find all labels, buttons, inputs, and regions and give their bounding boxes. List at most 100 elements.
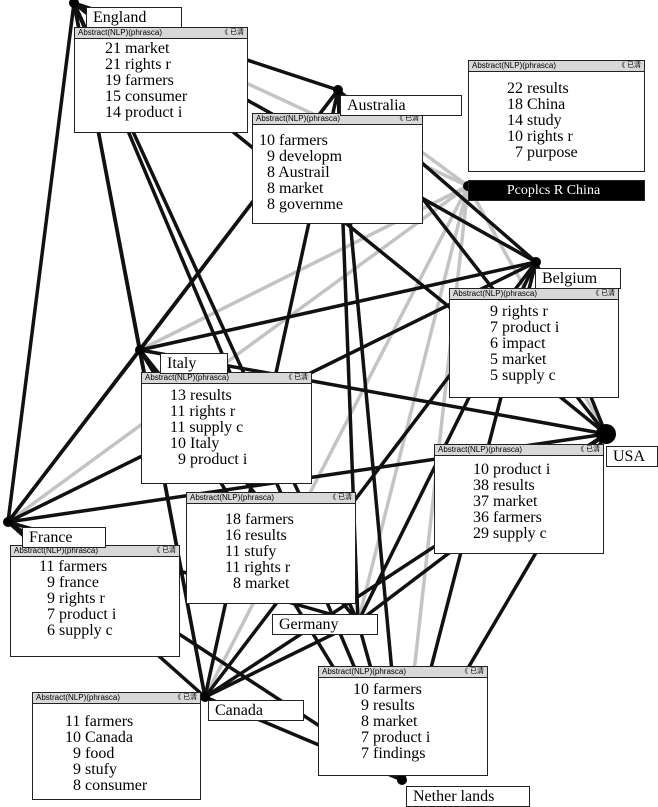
keyword-item: 8 market xyxy=(361,713,418,730)
keyword-item: 9 rights r xyxy=(490,303,548,320)
edge-china-germany xyxy=(356,184,470,624)
header-text: Abstract(NLP)(phrasca) xyxy=(78,28,163,37)
header-tag: 《 已清 xyxy=(577,446,600,453)
keyword-item: 6 supply c xyxy=(47,622,113,639)
edge-china-canada xyxy=(203,184,470,699)
keyword-box-china: Abstract(NLP)(phrasca) 《 已清 22 results 18… xyxy=(468,60,645,172)
keyword-box-canada: Abstract(NLP)(phrasca)《 已清 11 farmers 10… xyxy=(32,692,201,800)
keyword-item: 9 developm xyxy=(267,148,343,165)
keyword-item: 10 product i xyxy=(473,461,551,478)
node-label-netherlands: Nether lands xyxy=(406,786,530,807)
keyword-item: 9 stufy xyxy=(73,761,117,778)
keyword-box-header: Abstract(NLP)(phrasca) 《 已清 xyxy=(319,667,487,678)
keyword-box-header: Abstract(NLP)(phrasca) 《 已清 xyxy=(435,445,603,456)
keyword-item: 9 results xyxy=(361,697,415,714)
node-label-france: France xyxy=(22,527,106,548)
keyword-box-header: Abstract(NLP)(phrasca)《 已清 xyxy=(253,114,422,125)
keyword-list: 22 results 18 China 14 study 10 rights r… xyxy=(469,72,644,161)
keyword-item: 9 france xyxy=(47,574,99,591)
keyword-item: 7 product i xyxy=(490,319,560,336)
header-tag: 《 已清 xyxy=(461,668,484,675)
keyword-item: 11 rights r xyxy=(225,559,291,576)
keyword-item: 7 purpose xyxy=(515,144,578,161)
header-text: Abstract(NLP)(phrasca) xyxy=(472,61,557,70)
header-tag: 《 已清 xyxy=(153,547,176,554)
header-text: Abstract(NLP)(phrasca) xyxy=(36,693,121,702)
keyword-item: 10 Italy xyxy=(170,435,220,452)
node-label-england: England xyxy=(86,7,182,28)
keyword-item: 11 farmers xyxy=(39,558,108,575)
node-dot-italy xyxy=(135,345,145,355)
node-label-belgium: Belgium xyxy=(535,268,621,289)
keyword-item: 16 results xyxy=(225,527,287,544)
keyword-box-italy: Abstract(NLP)(phrasca) 《 已清 13 results 11… xyxy=(141,372,312,484)
node-label-canada: Canada xyxy=(208,700,304,721)
keyword-box-header: Abstract(NLP)(phrasca) 《 已清 xyxy=(142,373,311,384)
keyword-box-belgium: Abstract(NLP)(phrasca) 《 已清 9 rights r 7 … xyxy=(449,288,619,398)
keyword-item: 9 product i xyxy=(178,451,248,468)
header-text: Abstract(NLP)(phrasca) xyxy=(190,493,275,502)
keyword-item: 10 farmers xyxy=(259,132,328,149)
keyword-item: 7 product i xyxy=(361,729,431,746)
keyword-item: 22 results xyxy=(507,80,569,97)
edge-china-france xyxy=(6,184,470,524)
keyword-item: 8 market xyxy=(233,575,290,592)
header-text: Abstract(NLP)(phrasca) xyxy=(438,445,523,454)
keyword-item: 8 market xyxy=(267,180,324,197)
edge-belgium-italy xyxy=(138,260,538,352)
keyword-box-england: Abstract(NLP)(phrasca)《 已清 21 market 21 … xyxy=(74,27,248,133)
keyword-item: 14 product i xyxy=(105,104,183,121)
keyword-list: 11 farmers 10 Canada 9 food 9 stufy 8 co… xyxy=(33,704,200,794)
keyword-box-germany: Abstract(NLP)(phrasca)《 已清 18 farmers 16… xyxy=(186,492,356,604)
header-text: Abstract(NLP)(phrasca) xyxy=(453,289,538,298)
keyword-item: 7 product i xyxy=(47,606,117,623)
keyword-item: 10 Canada xyxy=(65,729,133,746)
header-tag: 《 已清 xyxy=(285,374,308,381)
keyword-box-header: Abstract(NLP)(phrasca) 《 已清 xyxy=(469,61,644,72)
edge-england-france xyxy=(6,1,76,524)
node-dot-netherlands xyxy=(397,775,407,785)
keyword-list: 18 farmers 16 results 11 stufy 11 rights… xyxy=(187,504,355,592)
node-label-australia: Australia xyxy=(340,95,462,116)
keyword-item: 36 farmers xyxy=(473,509,542,526)
keyword-item: 11 rights r xyxy=(170,403,236,420)
keyword-list: 10 product i 38 results 37 market 36 far… xyxy=(435,456,603,542)
node-dot-canada xyxy=(200,692,210,702)
edge-italy-france xyxy=(6,348,142,524)
keyword-item: 18 China xyxy=(507,96,566,113)
node-dot-belgium xyxy=(531,257,541,267)
node-label-china: Pcoplcs R China xyxy=(468,180,645,201)
keyword-item: 21 market xyxy=(105,40,170,57)
keyword-box-header: Abstract(NLP)(phrasca)《 已清 xyxy=(187,493,355,504)
node-dot-australia xyxy=(333,85,343,95)
keyword-item: 7 findings xyxy=(361,745,426,762)
keyword-item: 13 results xyxy=(170,387,232,404)
keyword-item: 8 consumer xyxy=(73,777,148,794)
header-text: Abstract(NLP)(phrasca) xyxy=(322,667,407,676)
keyword-item: 11 farmers xyxy=(65,713,134,730)
keyword-list: 13 results 11 rights r 11 supply c 10 It… xyxy=(142,384,311,468)
header-tag: 《 已清 xyxy=(592,290,615,297)
keyword-box-header: Abstract(NLP)(phrasca)《 已清 xyxy=(75,28,247,39)
keyword-list: 10 farmers 9 results 8 market 7 product … xyxy=(319,678,487,762)
keyword-item: 8 Austrail xyxy=(267,164,330,181)
node-dot-usa xyxy=(596,424,616,444)
keyword-box-france: Abstract(NLP)(phrasca)《 已清 11 farmers 9 … xyxy=(10,545,180,657)
keyword-item: 38 results xyxy=(473,477,535,494)
keyword-item: 9 food xyxy=(73,745,115,762)
keyword-list: 11 farmers 9 france 9 rights r 7 product… xyxy=(11,557,179,639)
node-label-italy: Italy xyxy=(160,353,228,374)
node-label-germany: Germany xyxy=(272,614,378,635)
node-dot-england xyxy=(69,0,79,8)
keyword-item: 5 supply c xyxy=(490,367,556,384)
keyword-item: 6 impact xyxy=(490,335,546,352)
keyword-item: 29 supply c xyxy=(473,525,547,542)
keyword-list: 10 farmers 9 developm 8 Austrail 8 marke… xyxy=(253,125,422,213)
header-text: Abstract(NLP)(phrasca) xyxy=(145,373,230,382)
node-label-usa: USA xyxy=(606,446,658,467)
header-tag: 《 已清 xyxy=(618,62,641,69)
keyword-item: 14 study xyxy=(507,112,562,129)
keyword-item: 37 market xyxy=(473,493,538,510)
keyword-box-header: Abstract(NLP)(phrasca)《 已清 xyxy=(11,546,179,557)
keyword-item: 15 consumer xyxy=(105,88,188,105)
